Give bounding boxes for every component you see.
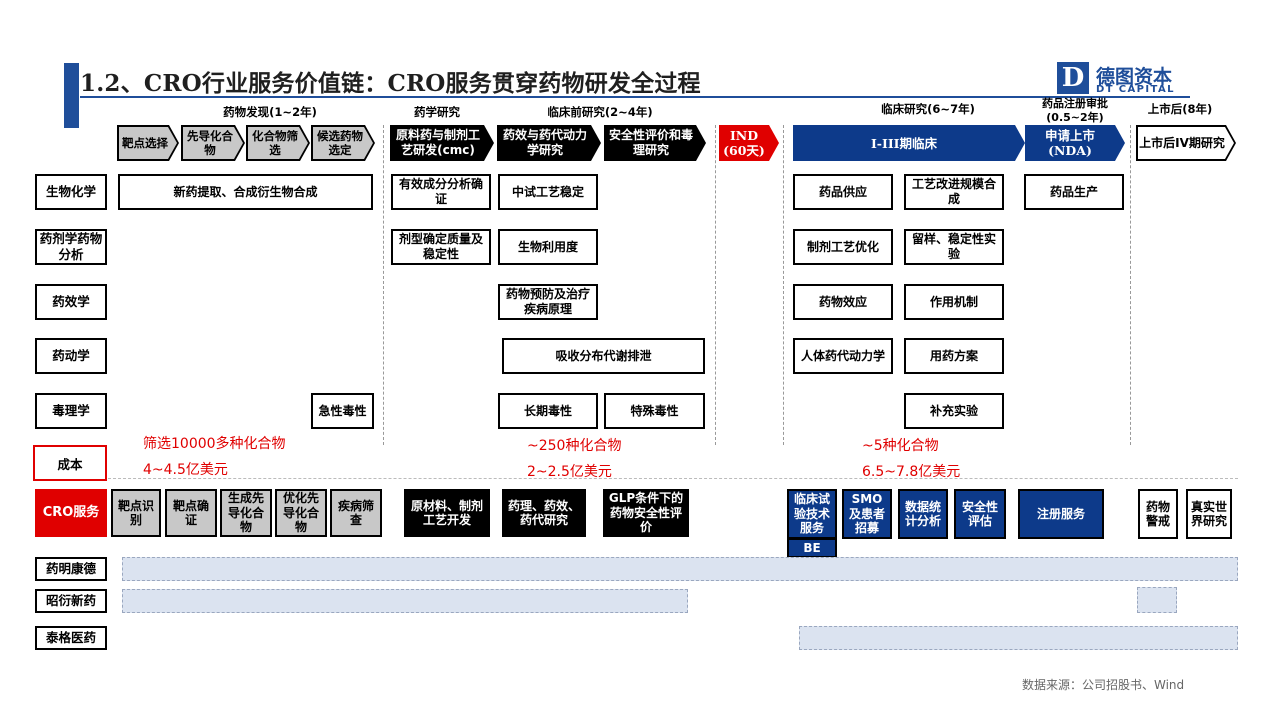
svc-pharmacovigilance: 药物警戒	[1138, 489, 1178, 539]
phase-clinical: 临床研究(6~7年)	[881, 102, 975, 116]
step-safety-evaluation: 安全性评价和毒理研究	[604, 125, 706, 161]
page-title: 1.2、CRO行业服务价值链：CRO服务贯穿药物研发全过程	[80, 70, 701, 97]
separator-line	[383, 125, 384, 445]
cell-drug-effect: 药物效应	[793, 284, 893, 320]
step-cmc: 原料药与制剂工艺研发(cmc)	[390, 125, 494, 161]
svc-registration: 注册服务	[1018, 489, 1104, 539]
phase-registration: 药品注册审批 (0.5~2年)	[1020, 97, 1130, 125]
cost-divider	[108, 478, 1238, 479]
svc-safety-assessment: 安全性评估	[954, 489, 1006, 539]
cell-pilot-process: 中试工艺稳定	[498, 174, 598, 210]
phase-registration-line1: 药品注册审批	[1042, 97, 1108, 110]
step-ind: IND (60天)	[719, 125, 779, 161]
phase-pharmacy: 药学研究	[414, 105, 460, 119]
separator-line	[715, 125, 716, 445]
cost-label: 成本	[33, 445, 107, 481]
step-label: 上市后IV期研究	[1138, 127, 1234, 159]
title-underline	[80, 96, 1190, 98]
source-note: 数据来源：公司招股书、Wind	[1022, 678, 1185, 692]
step-clinical-trials: I-III期临床	[793, 125, 1025, 161]
cell-human-pk: 人体药代动力学	[793, 338, 893, 374]
cell-adme: 吸收分布代谢排泄	[502, 338, 705, 374]
svc-real-world-study: 真实世界研究	[1186, 489, 1232, 539]
logo-mark: D	[1057, 62, 1089, 94]
cell-supplementary-test: 补充实验	[904, 393, 1004, 429]
cost-preclinical-amount: 2~2.5亿美元	[527, 464, 612, 480]
svc-target-validation: 靶点确证	[165, 489, 217, 537]
cost-clinical-count: ~5种化合物	[862, 438, 939, 454]
svc-lead-generation: 生成先导化合物	[220, 489, 272, 537]
cell-disease-mechanism: 药物预防及治疗疾病原理	[498, 284, 598, 320]
cell-acute-toxicity: 急性毒性	[311, 393, 374, 429]
cost-preclinical-count: ~250种化合物	[527, 438, 622, 454]
svc-process-development: 原材料、制剂工艺开发	[404, 489, 490, 537]
svc-target-identification: 靶点识别	[111, 489, 161, 537]
svc-disease-screening: 疾病筛查	[330, 489, 382, 537]
phase-registration-line2: (0.5~2年)	[1046, 110, 1104, 124]
phase-discovery: 药物发现(1~2年)	[223, 105, 317, 119]
cell-process-improvement: 工艺改进规模合成	[904, 174, 1004, 210]
cell-stability-test: 留样、稳定性实验	[904, 229, 1004, 265]
cell-ingredient-analysis: 有效成分分析确证	[391, 174, 491, 210]
logo-name-en: DT CAPITAL	[1096, 84, 1175, 95]
logo-name-cn: 德图资本	[1096, 66, 1173, 88]
svc-pharmacology-research: 药理、药效、药代研究	[502, 489, 586, 537]
step-label: 先导化合物	[183, 127, 243, 159]
step-lead-compound: 先导化合物	[181, 125, 245, 161]
cro-services-label: CRO服务	[35, 489, 107, 537]
cell-special-toxicity: 特殊毒性	[604, 393, 705, 429]
svc-lead-optimization: 优化先导化合物	[275, 489, 327, 537]
svc-data-statistics: 数据统计分析	[898, 489, 948, 539]
step-target-selection: 靶点选择	[117, 125, 179, 161]
row-label-pharmacodynamics: 药效学	[35, 284, 107, 320]
cell-mechanism-of-action: 作用机制	[904, 284, 1004, 320]
company-label-wuxi: 药明康德	[35, 557, 107, 581]
row-label-biochemistry: 生物化学	[35, 174, 107, 210]
cost-discovery-count: 筛选10000多种化合物	[143, 436, 286, 452]
coverage-bar-tigermed	[799, 626, 1238, 650]
svc-be: BE	[787, 538, 837, 558]
cost-discovery-amount: 4~4.5亿美元	[143, 462, 228, 478]
title-accent-bar	[64, 63, 79, 128]
separator-line	[1130, 125, 1131, 445]
step-nda: 申请上市 (NDA)	[1025, 125, 1125, 161]
step-pharmacodynamics: 药效与药代动力学研究	[497, 125, 601, 161]
separator-line	[783, 125, 784, 445]
row-label-pharmacokinetics: 药动学	[35, 338, 107, 374]
svc-clinical-trial-tech: 临床试验技术服务	[787, 489, 837, 539]
row-label-toxicology: 毒理学	[35, 393, 107, 429]
cell-dosage-form: 剂型确定质量及稳定性	[391, 229, 491, 265]
step-candidate-selection: 候选药物选定	[311, 125, 375, 161]
cell-formulation-optimization: 制剂工艺优化	[793, 229, 893, 265]
coverage-bar-joinn	[122, 589, 688, 613]
step-label: 靶点选择	[119, 127, 177, 159]
company-label-tigermed: 泰格医药	[35, 626, 107, 650]
company-label-joinn: 昭衍新药	[35, 589, 107, 613]
cell-bioavailability: 生物利用度	[498, 229, 598, 265]
step-phase-iv: 上市后IV期研究	[1136, 125, 1236, 161]
phase-postmarket: 上市后(8年)	[1147, 102, 1213, 116]
step-label: 候选药物选定	[313, 127, 373, 159]
cell-long-term-toxicity: 长期毒性	[498, 393, 598, 429]
step-compound-screening: 化合物筛选	[246, 125, 310, 161]
cell-dosing-regimen: 用药方案	[904, 338, 1004, 374]
coverage-bar-joinn-postmarket	[1137, 587, 1177, 613]
cell-drug-supply: 药品供应	[793, 174, 893, 210]
step-label: 化合物筛选	[248, 127, 308, 159]
phase-preclinical: 临床前研究(2~4年)	[547, 105, 653, 119]
cost-clinical-amount: 6.5~7.8亿美元	[862, 464, 961, 480]
cell-synthesis: 新药提取、合成衍生物合成	[118, 174, 373, 210]
row-label-pharmaceutics: 药剂学药物分析	[35, 229, 107, 265]
coverage-bar-wuxi	[122, 557, 1238, 581]
cell-drug-production: 药品生产	[1024, 174, 1124, 210]
svc-glp-safety: GLP条件下的药物安全性评价	[603, 489, 689, 537]
svc-smo-recruitment: SMO及患者招募	[842, 489, 892, 539]
